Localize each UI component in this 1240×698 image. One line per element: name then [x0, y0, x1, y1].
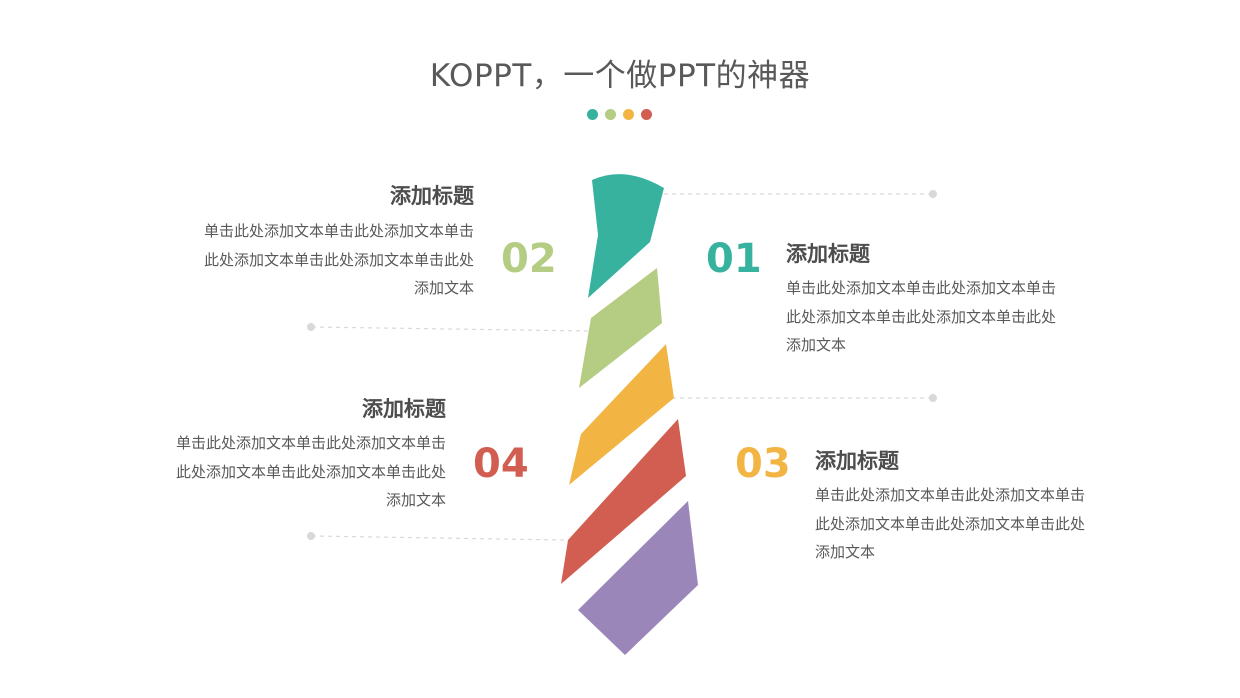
- item-title-03: 添加标题: [815, 449, 899, 473]
- item-body-03: 单击此处添加文本单击此处添加文本单击此处添加文本单击此处添加文本单击此处添加文本: [815, 486, 1086, 561]
- title-dot-4: [641, 109, 652, 120]
- item-number-02: 02: [501, 236, 557, 282]
- item-number-04: 04: [473, 441, 529, 487]
- item-title-02: 添加标题: [390, 184, 474, 208]
- connector-dot-03: [929, 394, 937, 402]
- title-dot-2: [605, 109, 616, 120]
- title-dot-1: [587, 109, 598, 120]
- tie-segment-3: [569, 344, 674, 485]
- connector-line-02: [311, 326, 589, 332]
- tie-segment-4: [561, 419, 686, 584]
- connector-line-04: [311, 535, 565, 541]
- item-body-04: 单击此处添加文本单击此处添加文本单击此处添加文本单击此处添加文本单击此处添加文本: [175, 434, 446, 509]
- item-title-04: 添加标题: [362, 397, 446, 421]
- item-number-03: 03: [735, 441, 791, 487]
- item-body-01: 单击此处添加文本单击此处添加文本单击此处添加文本单击此处添加文本单击此处添加文本: [786, 279, 1057, 354]
- connector-lines: [307, 190, 937, 541]
- tie-knot-segment: [588, 174, 664, 298]
- item-body-02: 单击此处添加文本单击此处添加文本单击此处添加文本单击此处添加文本单击此处添加文本: [203, 222, 474, 297]
- tie-segment-5: [578, 501, 698, 655]
- connector-dot-04: [307, 532, 315, 540]
- connector-dot-01: [929, 190, 937, 198]
- title-dot-3: [623, 109, 634, 120]
- tie-shape: [561, 174, 698, 655]
- tie-segment-2: [579, 268, 662, 388]
- item-number-01: 01: [706, 236, 762, 282]
- page-title: KOPPT，一个做PPT的神器: [429, 58, 811, 94]
- item-title-01: 添加标题: [786, 242, 870, 266]
- connector-dot-02: [307, 323, 315, 331]
